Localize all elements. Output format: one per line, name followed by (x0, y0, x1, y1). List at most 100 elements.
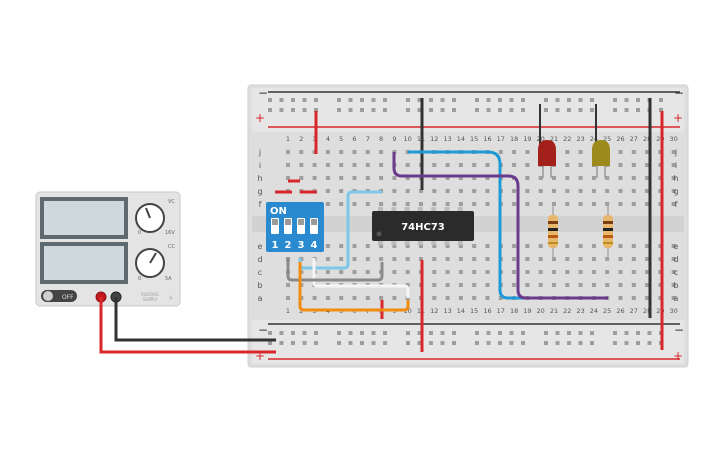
breadboard-hole[interactable] (352, 150, 357, 154)
breadboard-hole[interactable] (525, 270, 530, 274)
breadboard-hole[interactable] (512, 163, 517, 167)
breadboard-hole[interactable] (509, 341, 514, 345)
breadboard-hole[interactable] (406, 341, 410, 345)
breadboard-hole[interactable] (659, 108, 663, 112)
breadboard-hole[interactable] (458, 176, 463, 180)
breadboard-hole[interactable] (618, 176, 623, 180)
breadboard-hole[interactable] (352, 270, 357, 274)
breadboard-hole[interactable] (429, 331, 433, 335)
breadboard-hole[interactable] (658, 163, 663, 167)
breadboard-hole[interactable] (512, 189, 517, 193)
breadboard-hole[interactable] (472, 189, 477, 193)
breadboard-hole[interactable] (291, 331, 295, 335)
breadboard-hole[interactable] (379, 163, 384, 167)
breadboard-hole[interactable] (291, 98, 295, 102)
ic-74hc73[interactable]: 74HC73 (372, 207, 474, 245)
breadboard-hole[interactable] (631, 163, 636, 167)
breadboard-hole[interactable] (618, 163, 623, 167)
breadboard-hole[interactable] (383, 98, 387, 102)
breadboard-hole[interactable] (419, 189, 423, 193)
breadboard-hole[interactable] (314, 108, 318, 112)
breadboard-hole[interactable] (605, 189, 610, 193)
breadboard-hole[interactable] (279, 108, 284, 112)
breadboard-hole[interactable] (498, 108, 502, 112)
breadboard-hole[interactable] (645, 270, 650, 274)
breadboard-hole[interactable] (565, 283, 570, 287)
breadboard-hole[interactable] (658, 257, 663, 261)
breadboard-hole[interactable] (360, 331, 364, 335)
breadboard-hole[interactable] (671, 163, 676, 167)
breadboard-hole[interactable] (406, 331, 410, 335)
breadboard-hole[interactable] (286, 163, 290, 167)
breadboard-hole[interactable] (472, 244, 477, 248)
resistor-1[interactable] (548, 205, 558, 258)
breadboard-hole[interactable] (671, 283, 676, 287)
breadboard-hole[interactable] (392, 176, 397, 180)
breadboard-hole[interactable] (485, 244, 490, 248)
breadboard-hole[interactable] (544, 341, 548, 345)
breadboard-hole[interactable] (525, 244, 530, 248)
breadboard-hole[interactable] (458, 270, 463, 274)
breadboard-hole[interactable] (379, 202, 384, 206)
breadboard-hole[interactable] (578, 283, 583, 287)
breadboard-hole[interactable] (432, 202, 437, 206)
breadboard-hole[interactable] (631, 270, 636, 274)
wire-white[interactable] (312, 258, 410, 298)
breadboard-hole[interactable] (658, 202, 663, 206)
breadboard-hole[interactable] (567, 341, 571, 345)
breadboard-hole[interactable] (472, 296, 477, 300)
breadboard-hole[interactable] (578, 331, 583, 335)
breadboard-hole[interactable] (555, 341, 560, 345)
breadboard-hole[interactable] (405, 283, 410, 287)
breadboard-hole[interactable] (567, 331, 571, 335)
breadboard-hole[interactable] (339, 244, 344, 248)
breadboard-hole[interactable] (486, 331, 491, 335)
red-led[interactable] (538, 140, 556, 178)
breadboard-hole[interactable] (631, 150, 636, 154)
breadboard-hole[interactable] (405, 176, 410, 180)
breadboard-hole[interactable] (624, 98, 629, 102)
breadboard-hole[interactable] (567, 108, 571, 112)
breadboard-hole[interactable] (429, 98, 433, 102)
breadboard-hole[interactable] (302, 98, 307, 102)
breadboard-hole[interactable] (578, 189, 583, 193)
breadboard-hole[interactable] (452, 98, 456, 102)
breadboard-hole[interactable] (671, 176, 676, 180)
breadboard-hole[interactable] (618, 202, 623, 206)
breadboard-hole[interactable] (286, 296, 290, 300)
power-supply[interactable]: VC 0 16V CC 0 5A OFF VOLTAGE SUPPLY ⚡ (35, 191, 181, 307)
breadboard-hole[interactable] (365, 163, 370, 167)
breadboard-hole[interactable] (605, 283, 610, 287)
breadboard-hole[interactable] (314, 331, 318, 335)
breadboard-hole[interactable] (452, 341, 456, 345)
breadboard-hole[interactable] (578, 257, 583, 261)
breadboard-hole[interactable] (591, 202, 596, 206)
breadboard-hole[interactable] (406, 98, 410, 102)
breadboard-hole[interactable] (325, 189, 330, 193)
breadboard-hole[interactable] (419, 244, 423, 248)
breadboard-hole[interactable] (498, 341, 502, 345)
breadboard-hole[interactable] (472, 270, 477, 274)
breadboard-hole[interactable] (552, 257, 556, 261)
breadboard-hole[interactable] (618, 189, 623, 193)
breadboard-hole[interactable] (286, 176, 290, 180)
breadboard-hole[interactable] (590, 98, 594, 102)
breadboard-hole[interactable] (429, 341, 433, 345)
breadboard-hole[interactable] (268, 331, 272, 335)
breadboard-hole[interactable] (445, 296, 450, 300)
breadboard-hole[interactable] (485, 202, 490, 206)
breadboard-hole[interactable] (578, 108, 583, 112)
breadboard-hole[interactable] (432, 270, 437, 274)
breadboard-hole[interactable] (279, 341, 284, 345)
breadboard-hole[interactable] (565, 202, 570, 206)
breadboard-hole[interactable] (325, 257, 330, 261)
breadboard-hole[interactable] (445, 283, 450, 287)
breadboard-hole[interactable] (591, 176, 596, 180)
breadboard-hole[interactable] (325, 270, 330, 274)
breadboard-hole[interactable] (512, 244, 517, 248)
breadboard-hole[interactable] (383, 331, 387, 335)
breadboard-hole[interactable] (498, 331, 502, 335)
breadboard-hole[interactable] (445, 189, 450, 193)
breadboard-hole[interactable] (538, 257, 543, 261)
breadboard-hole[interactable] (405, 189, 410, 193)
